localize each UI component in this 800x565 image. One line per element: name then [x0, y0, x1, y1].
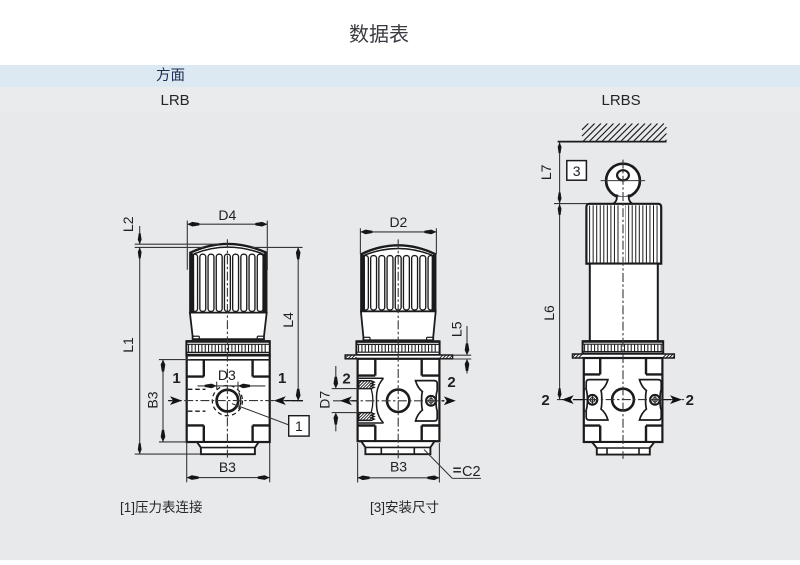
svg-text:D2: D2: [389, 214, 407, 230]
svg-text:1: 1: [295, 418, 303, 434]
svg-text:LRBS: LRBS: [602, 92, 641, 109]
svg-text:数据表: 数据表: [349, 23, 409, 46]
svg-text:B3: B3: [390, 459, 407, 475]
svg-text:1: 1: [172, 370, 180, 387]
svg-text:[1]压力表连接: [1]压力表连接: [120, 499, 203, 515]
svg-text:L6: L6: [541, 305, 557, 321]
svg-text:D4: D4: [218, 207, 236, 223]
svg-text:[3]安装尺寸: [3]安装尺寸: [370, 500, 439, 515]
svg-text:2: 2: [686, 392, 694, 409]
svg-text:B3: B3: [219, 459, 236, 475]
svg-text:D7: D7: [317, 391, 333, 409]
svg-text:L4: L4: [280, 312, 296, 328]
svg-text:D3: D3: [218, 367, 236, 383]
svg-text:L7: L7: [538, 164, 554, 180]
svg-text:L5: L5: [448, 321, 464, 337]
svg-text:L2: L2: [120, 216, 136, 232]
svg-text:3: 3: [573, 163, 581, 179]
svg-text:LRB: LRB: [161, 92, 190, 109]
svg-text:2: 2: [447, 374, 455, 391]
svg-text:L1: L1: [120, 337, 136, 353]
svg-text:2: 2: [342, 371, 350, 388]
svg-text:2: 2: [541, 392, 549, 409]
svg-text:方面: 方面: [156, 67, 185, 84]
svg-text:1: 1: [278, 370, 286, 387]
svg-text:B3: B3: [145, 391, 161, 408]
svg-text:C2: C2: [462, 464, 481, 480]
